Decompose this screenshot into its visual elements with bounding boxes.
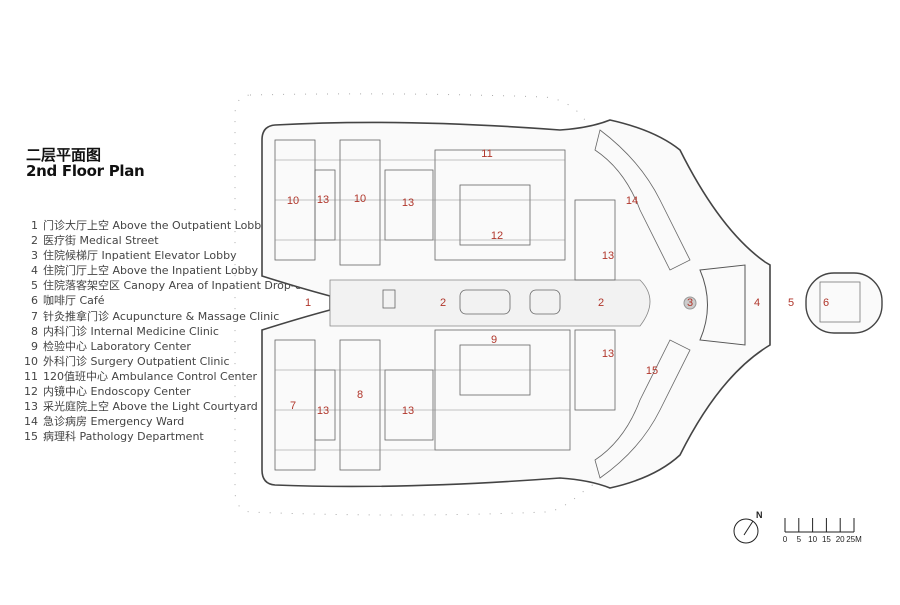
- scale-label: 0: [783, 535, 788, 544]
- legend-item: 9 检验中心 Laboratory Center: [22, 339, 309, 354]
- scale-label: 25M: [846, 535, 862, 544]
- legend-number: 4: [31, 264, 38, 278]
- room-marker: 11: [481, 148, 492, 160]
- legend-item: 10 外科门诊 Surgery Outpatient Clinic: [22, 354, 309, 369]
- legend-number: 2: [31, 234, 38, 248]
- legend-label: 120值班中心 Ambulance Control Center: [43, 369, 258, 383]
- legend-number: 14: [24, 415, 38, 429]
- room-marker: 5: [788, 297, 794, 309]
- legend-number: 15: [24, 430, 38, 444]
- legend-label: 住院门厅上空 Above the Inpatient Lobby: [43, 264, 259, 278]
- inpatient-lobby: [699, 264, 746, 346]
- legend-label: 急诊病房 Emergency Ward: [43, 415, 185, 429]
- scale-label: 15: [822, 535, 831, 544]
- room-marker: 13: [602, 348, 614, 360]
- room-marker: 13: [317, 405, 329, 417]
- north-label: N: [756, 510, 763, 520]
- legend-number: 6: [31, 294, 38, 308]
- legend-item: 6 咖啡厅 Café: [22, 293, 309, 308]
- legend: 1 门诊大厅上空 Above the Outpatient Lobby 2 医疗街 M…: [22, 218, 309, 444]
- room-marker: 3: [687, 297, 693, 309]
- legend-number: 3: [31, 249, 38, 263]
- legend-item: 5 住院落客架空区 Canopy Area of Inpatient Drop-o…: [22, 278, 309, 293]
- legend-item: 13 采光庭院上空 Above the Light Courtyard: [22, 399, 309, 414]
- legend-number: 12: [24, 385, 38, 399]
- room-marker: 2: [598, 297, 604, 309]
- room-marker: 13: [402, 197, 414, 209]
- medical-street: [329, 279, 651, 327]
- legend-label: 内科门诊 Internal Medicine Clinic: [43, 324, 219, 338]
- room-marker: 15: [646, 365, 658, 377]
- legend-label: 采光庭院上空 Above the Light Courtyard: [43, 400, 258, 414]
- room-marker: 13: [317, 194, 329, 206]
- room-marker: 13: [602, 250, 614, 262]
- legend-item: 4 住院门厅上空 Above the Inpatient Lobby: [22, 263, 309, 278]
- scale-label: 10: [808, 535, 817, 544]
- legend-label: 检验中心 Laboratory Center: [43, 339, 191, 353]
- scale-label: 5: [797, 535, 802, 544]
- legend-number: 8: [31, 324, 38, 338]
- title-english: 2nd Floor Plan: [26, 162, 145, 180]
- room-marker: 1: [305, 297, 311, 309]
- grid-lines: [275, 159, 570, 451]
- legend-label: 住院候梯厅 Inpatient Elevator Lobby: [43, 249, 237, 263]
- legend-item: 7 针灸推拿门诊 Acupuncture & Massage Clinic: [22, 309, 309, 324]
- legend-number: 5: [31, 279, 38, 293]
- legend-number: 1: [31, 219, 38, 232]
- cafe-core: [819, 281, 861, 323]
- legend-label: 住院落客架空区 Canopy Area of Inpatient Drop-of…: [43, 279, 310, 293]
- legend-number: 9: [31, 339, 38, 353]
- legend-label: 咖啡厅 Café: [43, 294, 105, 308]
- room-marker: 4: [754, 297, 760, 309]
- elevator-lobby-mark: [683, 296, 697, 310]
- legend-item: 3 住院候梯厅 Inpatient Elevator Lobby: [22, 248, 309, 263]
- room-marker: 12: [491, 230, 503, 242]
- legend-number: 7: [31, 309, 38, 323]
- legend-item: 11 120值班中心 Ambulance Control Center: [22, 369, 309, 384]
- room-marker: 9: [491, 334, 497, 346]
- legend-item: 8 内科门诊 Internal Medicine Clinic: [22, 324, 309, 339]
- legend-label: 内镜中心 Endoscopy Center: [43, 385, 191, 399]
- room-marker: 13: [402, 405, 414, 417]
- north-arrow-icon: N: [733, 510, 763, 544]
- room-marker: 10: [354, 193, 366, 205]
- legend-label: 门诊大厅上空 Above the Outpatient Lobby: [43, 219, 268, 232]
- legend-label: 外科门诊 Surgery Outpatient Clinic: [43, 354, 230, 368]
- legend-item: 15 病理科 Pathology Department: [22, 429, 309, 444]
- legend-number: 13: [24, 400, 38, 414]
- scale-label: 20: [836, 535, 845, 544]
- legend-label: 医疗街 Medical Street: [43, 234, 159, 248]
- legend-item: 14 急诊病房 Emergency Ward: [22, 414, 309, 429]
- legend-label: 病理科 Pathology Department: [43, 430, 204, 444]
- room-marker: 10: [287, 195, 299, 207]
- room-marker: 14: [626, 195, 638, 207]
- legend-item: 2 医疗街 Medical Street: [22, 233, 309, 248]
- cafe-building: [805, 272, 883, 334]
- legend-label: 针灸推拿门诊 Acupuncture & Massage Clinic: [43, 309, 280, 323]
- room-marker: 7: [290, 400, 296, 412]
- title-chinese: 二层平面图: [26, 146, 102, 164]
- room-marker: 2: [440, 297, 446, 309]
- legend-item: 12 内镜中心 Endoscopy Center: [22, 384, 309, 399]
- legend-number: 10: [24, 354, 38, 368]
- legend-number: 11: [24, 369, 38, 383]
- room-marker: 6: [823, 297, 829, 309]
- legend-item: 1 门诊大厅上空 Above the Outpatient Lobby: [22, 218, 309, 233]
- room-marker: 8: [357, 389, 363, 401]
